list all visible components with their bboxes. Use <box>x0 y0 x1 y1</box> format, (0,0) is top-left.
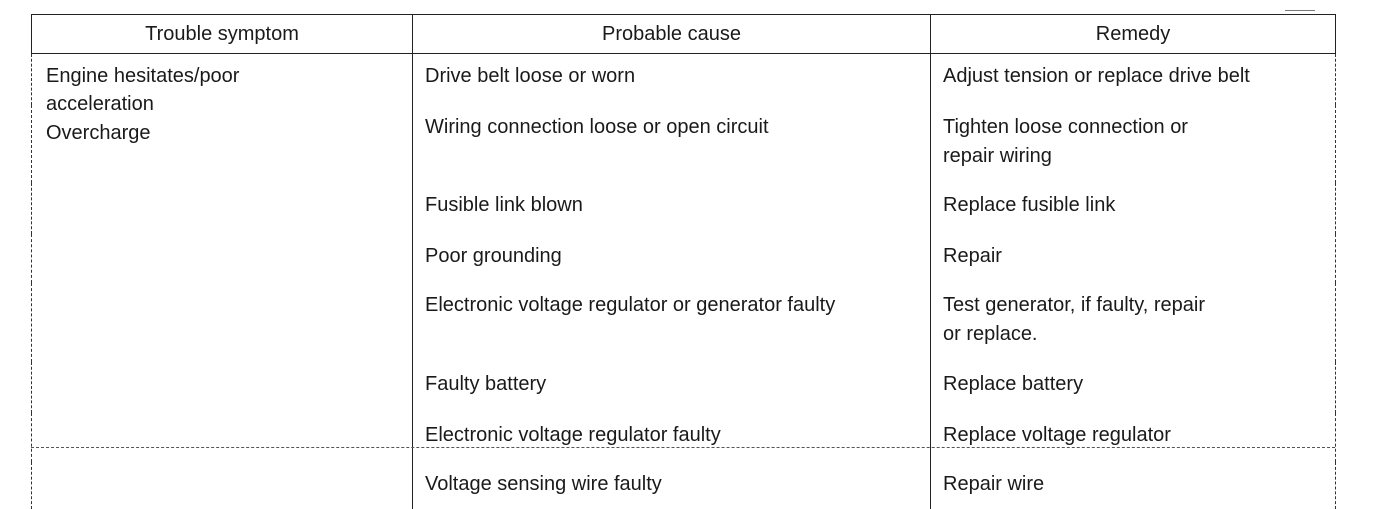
remedy-cell: Test generator, if faulty, repair or rep… <box>931 283 1336 362</box>
cause-cell: Drive belt loose or worn <box>413 54 931 106</box>
cause-cell: Wiring connection loose or open circuit <box>413 105 931 183</box>
symptom-line: acceleration <box>46 90 412 119</box>
remedy-cell: Adjust tension or replace drive belt <box>931 54 1336 106</box>
remedy-cell: Tighten loose connection or repair wirin… <box>931 105 1336 183</box>
remedy-cell: Replace battery <box>931 362 1336 413</box>
header-row: Trouble symptom Probable cause Remedy <box>32 15 1336 54</box>
remedy-cell: Replace fusible link <box>931 183 1336 234</box>
cause-cell: Faulty battery <box>413 362 931 413</box>
remedy-cell: Repair <box>931 234 1336 283</box>
cause-cell: Fusible link blown <box>413 183 931 234</box>
troubleshooting-table-container: Trouble symptom Probable cause Remedy En… <box>31 14 1335 450</box>
troubleshooting-table: Trouble symptom Probable cause Remedy En… <box>31 14 1336 509</box>
remedy-cell: Repair wire <box>931 462 1336 509</box>
cause-cell: Poor grounding <box>413 234 931 283</box>
cause-cell: Voltage sensing wire faulty <box>413 462 931 509</box>
symptom-line: Overcharge <box>46 119 412 148</box>
table-row: Engine hesitates/poor acceleration Overc… <box>32 54 1336 106</box>
table-bottom-border <box>31 447 1335 448</box>
header-remedy: Remedy <box>931 15 1336 54</box>
symptom-cell: Engine hesitates/poor acceleration Overc… <box>32 54 413 509</box>
remedy-cell: Replace voltage regulator <box>931 413 1336 462</box>
symptom-line: Engine hesitates/poor <box>46 62 412 91</box>
scan-mark <box>1285 10 1315 11</box>
header-probable-cause: Probable cause <box>413 15 931 54</box>
cause-cell: Electronic voltage regulator or generato… <box>413 283 931 362</box>
cause-cell: Electronic voltage regulator faulty <box>413 413 931 462</box>
header-trouble-symptom: Trouble symptom <box>32 15 413 54</box>
